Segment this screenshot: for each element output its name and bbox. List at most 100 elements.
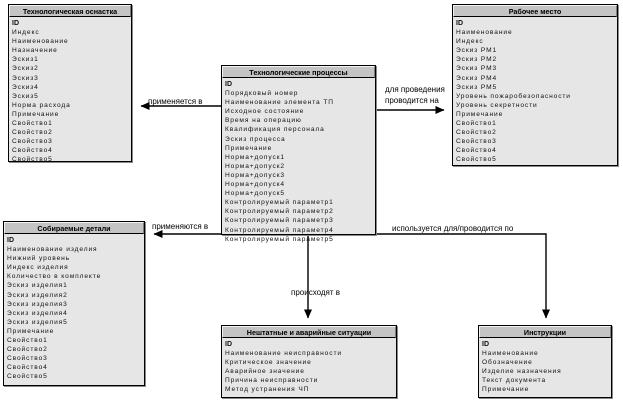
relationship-label-rel_proiskhodyat_v: происходят в — [291, 288, 340, 298]
entity-field: Эскиз1 — [12, 56, 39, 64]
entity-field: Эскиз изделия4 — [7, 309, 68, 317]
entity-field: Причина неисправности — [225, 377, 319, 385]
entity-field: Эскиз4 — [12, 83, 39, 91]
entity-field: Контролируемый параметр3 — [225, 217, 334, 225]
entity-title: Технологическая оснастка — [9, 5, 131, 17]
entity-field: Свойство4 — [7, 364, 48, 372]
entity-field: Свойство1 — [12, 120, 53, 128]
entity-field: Контролируемый параметр2 — [225, 208, 334, 216]
entity-title: Нештатные и аварийные ситуации — [222, 326, 396, 338]
entity-field: Свойство2 — [7, 346, 48, 354]
entity-field: Свойство2 — [12, 129, 53, 137]
entity-field: Свойство2 — [456, 129, 497, 137]
connector-ispolzuetsya-dlya — [376, 233, 550, 319]
entity-field: Свойство4 — [456, 147, 497, 155]
entity-field: Эскиз РМ2 — [456, 56, 498, 64]
entity-title: Собираемые детали — [4, 222, 144, 234]
entity-field: Аварийное значение — [225, 368, 305, 376]
entity-field: Наименование неисправности — [225, 350, 342, 358]
entity-field: Наименование — [456, 29, 513, 37]
entity-field: Примечание — [456, 110, 504, 118]
entity-field-primary-key: ID — [225, 81, 232, 88]
entity-field: Текст документа — [482, 377, 547, 385]
entity-field: Примечание — [7, 327, 55, 335]
relationship-label-rel_primenyayutsya_v: применяются в — [152, 222, 208, 232]
entity-field: Наименование элемента ТП — [225, 99, 334, 107]
entity-field: Индекс — [456, 38, 484, 46]
entity-field: Порядковый номер — [225, 90, 299, 98]
entity-field: Эскиз РМ5 — [456, 83, 498, 91]
entity-field: Наименование изделия — [7, 246, 98, 254]
entity-field-primary-key: ID — [225, 341, 232, 348]
relationship-label-line: для проведения — [385, 85, 445, 94]
relationship-label-line: проводится на — [385, 96, 439, 105]
entity-field: Наименование — [12, 38, 69, 46]
entity-field: Свойство3 — [7, 355, 48, 363]
entity-field: Норма+допуск2 — [225, 162, 286, 170]
entity-field: Уровень пожаробезопасности — [456, 92, 571, 100]
relationship-label-line: происходят в — [291, 288, 341, 297]
entity-field: Время на операцию — [225, 117, 302, 125]
entity-field: Норма+допуск5 — [225, 190, 286, 198]
relationship-label-rel_primenyaetsya_v: применяется в — [148, 97, 203, 107]
entity-field: Свойство3 — [12, 138, 53, 146]
entity-field: Контролируемый параметр5 — [225, 235, 334, 243]
entity-field: Примечание — [225, 144, 273, 152]
entity-field-primary-key: ID — [7, 237, 14, 244]
entity-title: Технологические процессы — [222, 66, 375, 78]
entity-field: Эскиз2 — [12, 65, 39, 73]
entity-field: Исходное состояние — [225, 108, 305, 116]
entity-field: Норма+допуск1 — [225, 153, 286, 161]
entity-field: Эскиз РМ3 — [456, 65, 498, 73]
entity-field: Контролируемый параметр4 — [225, 226, 334, 234]
entity-field: Контролируемый параметр1 — [225, 199, 334, 207]
relationship-label-line: применяются в — [152, 222, 209, 231]
entity-field: Свойство3 — [456, 138, 497, 146]
entity-field: Примечание — [482, 386, 530, 394]
entity-field: Критическое значение — [225, 359, 312, 367]
entity-field: Эскиз РМ4 — [456, 74, 498, 82]
entity-field: Количество в комплекте — [7, 273, 102, 281]
entity-field: Свойство1 — [456, 120, 497, 128]
entity-field: Изделие назначения — [482, 368, 562, 376]
entity-field: Свойство5 — [7, 373, 48, 381]
entity-field-primary-key: ID — [456, 20, 463, 27]
entity-field: Индекс — [12, 29, 40, 37]
entity-field: Назначение — [12, 47, 58, 55]
entity-field: Уровень секретности — [456, 101, 538, 109]
entity-field: Эскиз РМ1 — [456, 47, 498, 55]
entity-field: Обозначение — [482, 359, 533, 367]
relationship-label-line: используется для/проводится по — [392, 224, 514, 233]
relationship-label-rel_ispolzuetsya_dlya: используется для/проводится по — [392, 224, 513, 234]
entity-field: Примечание — [12, 110, 60, 118]
entity-field: Индекс изделия — [7, 264, 69, 272]
entity-field: Норма+допуск3 — [225, 171, 286, 179]
relationship-label-rel_dlya_provedeniya: для проведения проводится на — [385, 84, 445, 106]
entity-field: Эскиз изделия1 — [7, 282, 68, 290]
entity-field: Норма расхода — [12, 101, 71, 109]
relationship-label-line: применяется в — [148, 97, 203, 106]
entity-field-primary-key: ID — [482, 341, 489, 348]
entity-field: Эскиз изделия5 — [7, 318, 68, 326]
entity-field: Эскиз процесса — [225, 135, 286, 143]
entity-field: Свойство1 — [7, 337, 48, 345]
entity-field: Метод устранения ЧП — [225, 386, 310, 394]
entity-field: Нижний уровень — [7, 255, 71, 263]
entity-field: Эскиз изделия3 — [7, 300, 68, 308]
entity-field-primary-key: ID — [12, 20, 19, 27]
entity-field: Норма+допуск4 — [225, 181, 286, 189]
entity-field: Эскиз3 — [12, 74, 39, 82]
